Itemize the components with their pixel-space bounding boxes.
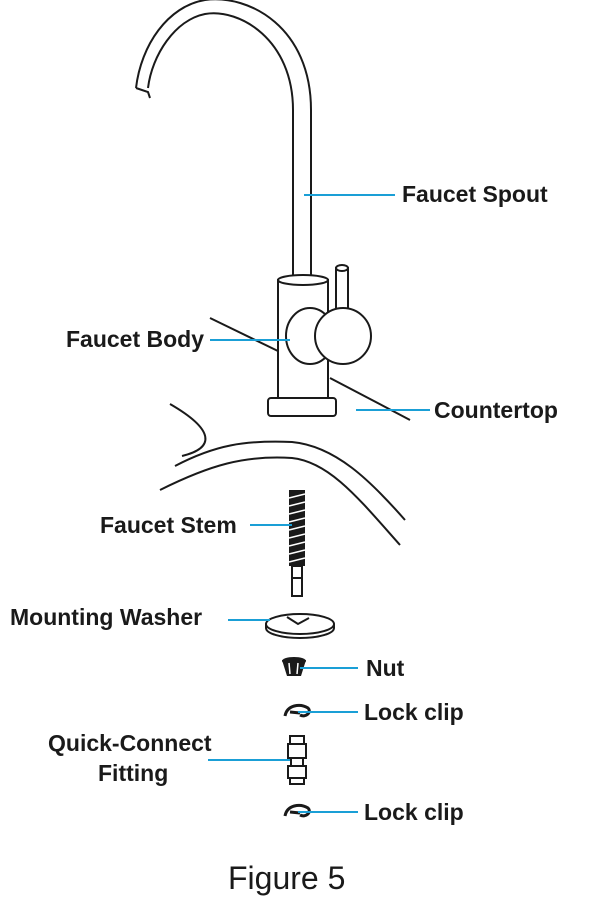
label-faucet-spout: Faucet Spout xyxy=(402,181,548,207)
figure-caption: Figure 5 xyxy=(228,860,346,896)
label-quick-connect-line2: Fitting xyxy=(98,760,169,786)
leader-lines xyxy=(208,194,430,813)
label-mounting-washer: Mounting Washer xyxy=(10,604,203,630)
lock-clip-upper xyxy=(283,703,311,718)
faucet-stem xyxy=(288,490,306,597)
faucet-spout xyxy=(135,0,312,280)
label-nut: Nut xyxy=(366,655,405,681)
label-faucet-stem: Faucet Stem xyxy=(100,512,237,538)
label-lock-clip-lower: Lock clip xyxy=(364,799,464,825)
mounting-washer xyxy=(265,613,335,639)
label-countertop: Countertop xyxy=(434,397,558,423)
lock-clip-lower xyxy=(283,803,311,818)
label-lock-clip-upper: Lock clip xyxy=(364,699,464,725)
faucet-handle xyxy=(285,264,372,365)
countertop-outline xyxy=(159,317,411,546)
nut xyxy=(282,657,306,676)
label-faucet-body: Faucet Body xyxy=(66,326,205,352)
quick-connect-fitting xyxy=(287,735,307,785)
label-quick-connect-line1: Quick-Connect xyxy=(48,730,212,756)
